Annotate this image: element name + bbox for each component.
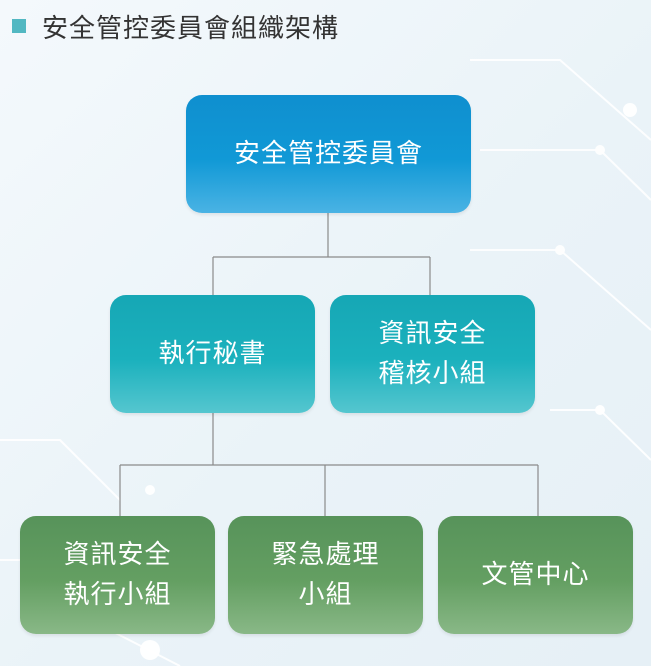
node-exec-team: 資訊安全 執行小組	[20, 516, 215, 634]
page-title-text: 安全管控委員會組織架構	[42, 13, 340, 44]
node-emergency-team-label-2: 小組	[298, 580, 353, 610]
node-audit-team: 資訊安全 稽核小組	[330, 295, 535, 413]
node-committee-label-1: 安全管控委員會	[233, 139, 423, 169]
node-audit-team-label-1: 資訊安全	[378, 319, 487, 349]
node-committee: 安全管控委員會	[186, 95, 471, 213]
node-exec-team-label-1: 資訊安全	[63, 540, 172, 570]
node-document-center-label-1: 文管中心	[481, 560, 590, 590]
node-document-center: 文管中心	[438, 516, 633, 634]
node-emergency-team: 緊急處理 小組	[228, 516, 423, 634]
node-emergency-team-label-1: 緊急處理	[271, 540, 380, 570]
title-square-marker	[12, 19, 26, 33]
node-audit-team-label-2: 稽核小組	[378, 359, 487, 389]
node-exec-team-label-2: 執行小組	[63, 580, 172, 610]
page-title: 安全管控委員會組織架構	[12, 6, 339, 46]
node-secretary-label-1: 執行秘書	[158, 339, 267, 369]
node-secretary: 執行秘書	[110, 295, 315, 413]
